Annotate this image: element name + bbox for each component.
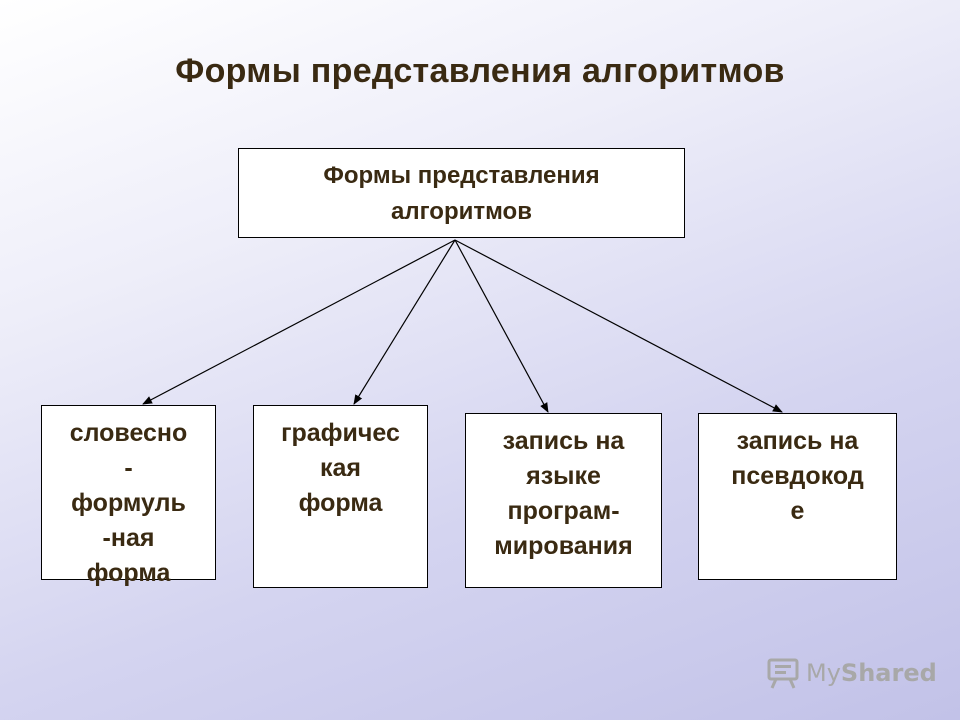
watermark-text: MyShared <box>806 659 937 687</box>
child-3-line-3: програм- <box>507 497 620 525</box>
watermark-prefix: My <box>806 659 841 687</box>
child-1-line-1: словесно <box>69 419 188 447</box>
child-box-verbal-formula: словесно - формуль -ная форма <box>41 405 216 587</box>
child-box-programming-language: запись на языке програм- мирования <box>465 413 662 588</box>
child-1-line-5: форма <box>86 559 171 587</box>
root-box: Формы представления алгоритмов <box>238 148 685 238</box>
child-box-graphic: графичес кая форма <box>253 405 428 588</box>
child-2-line-3: форма <box>298 489 383 517</box>
arrow-to-graphic-form <box>353 239 456 405</box>
child-4-line-1: запись на <box>736 427 859 455</box>
child-2-line-2: кая <box>319 454 361 482</box>
child-1-line-2: - <box>124 454 133 482</box>
arrow-to-pseudocode <box>454 239 783 413</box>
root-line-1: Формы представления <box>323 162 600 189</box>
child-2-line-1: графичес <box>281 419 400 447</box>
child-3-line-1: запись на <box>502 427 625 455</box>
child-3-line-4: мирования <box>494 532 633 560</box>
child-4-line-2: псевдокод <box>731 462 864 490</box>
watermark-logo: MyShared <box>766 655 937 691</box>
child-1-line-4: -ная <box>102 524 155 552</box>
child-3-line-2: языке <box>526 462 601 490</box>
slide-title: Формы представления алгоритмов <box>175 52 785 90</box>
child-box-pseudocode: запись на псевдокод е <box>698 413 897 580</box>
arrow-to-verbal-form <box>142 239 456 405</box>
child-1-line-3: формуль <box>71 489 186 517</box>
presentation-board-icon <box>767 658 799 689</box>
watermark-suffix: Shared <box>840 659 937 687</box>
root-line-2: алгоритмов <box>391 198 532 225</box>
child-4-line-3: е <box>790 497 805 525</box>
arrow-to-programming-language <box>454 239 549 413</box>
